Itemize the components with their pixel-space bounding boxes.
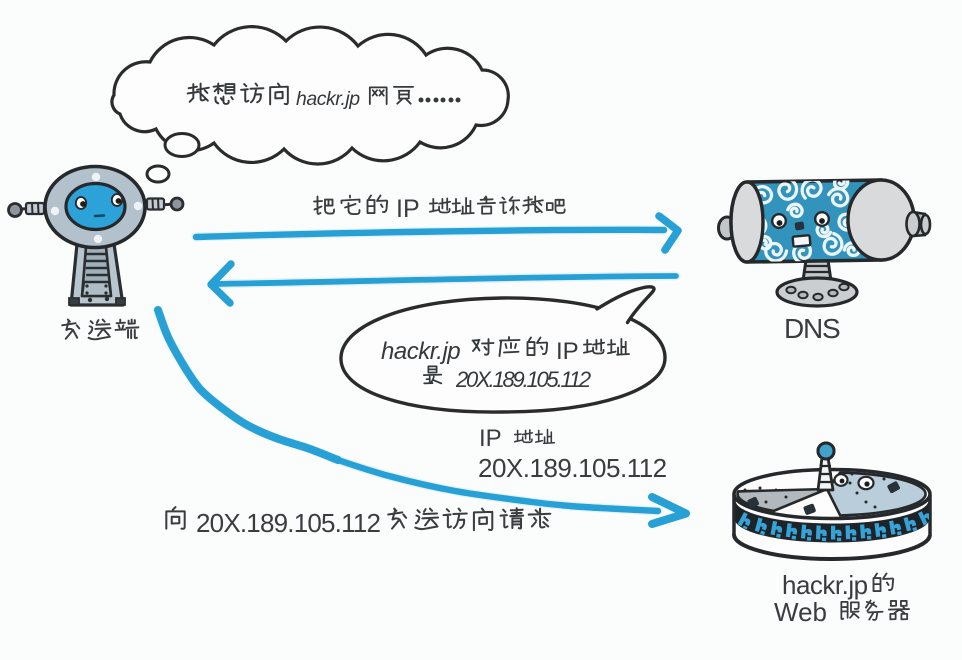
- svg-text:IP: IP: [479, 425, 502, 452]
- svg-text:hackr.jp: hackr.jp: [296, 88, 360, 110]
- svg-text:DNS: DNS: [784, 313, 840, 344]
- svg-text:20X.189.105.112: 20X.189.105.112: [196, 508, 380, 538]
- svg-text:20X.189.105.112: 20X.189.105.112: [478, 453, 667, 483]
- svg-text:hackr.jp: hackr.jp: [782, 570, 868, 600]
- svg-text:20X.189.105.112: 20X.189.105.112: [455, 367, 591, 392]
- svg-text:hackr.jp: hackr.jp: [381, 338, 460, 365]
- svg-text:IP: IP: [396, 195, 420, 223]
- svg-text:Web: Web: [774, 597, 827, 627]
- svg-text:IP: IP: [556, 338, 579, 365]
